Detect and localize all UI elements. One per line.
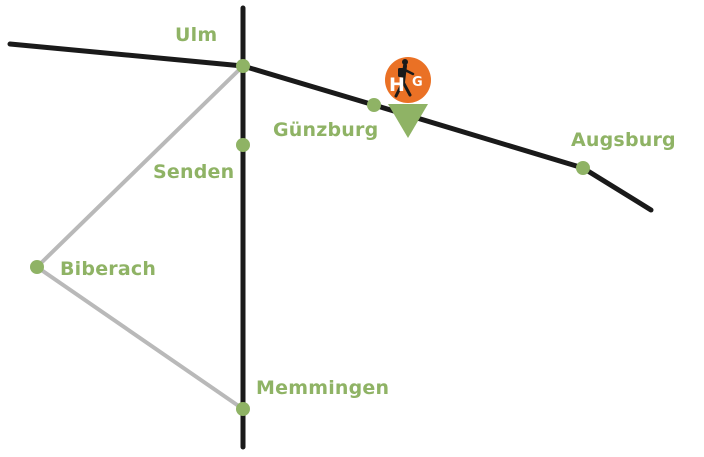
city-label-senden: Senden xyxy=(153,161,234,183)
city-label-guenzburg: Günzburg xyxy=(273,119,378,141)
marker-logo-letter-h: H xyxy=(389,74,405,96)
city-label-ulm: Ulm xyxy=(175,24,217,46)
city-label-memmingen: Memmingen xyxy=(256,377,389,399)
city-dots xyxy=(30,59,590,416)
city-dot-senden xyxy=(236,138,250,152)
city-dot-guenzburg xyxy=(367,98,381,112)
main-roads xyxy=(7,5,654,450)
city-dot-biberach xyxy=(30,260,44,274)
road-ulm-biberach xyxy=(35,64,245,269)
marker-pin-tail xyxy=(388,104,428,138)
city-dot-augsburg xyxy=(576,161,590,175)
marker-logo-circle xyxy=(385,57,431,103)
road-west-to-ulm xyxy=(7,41,246,69)
road-ulm-guenzburg-augsburg xyxy=(240,63,654,213)
hotel-location-pin-icon[interactable]: H G xyxy=(385,57,431,138)
city-labels: Ulm Günzburg Augsburg Senden Biberach Me… xyxy=(60,24,676,399)
road-biberach-memmingen xyxy=(35,265,245,411)
city-label-biberach: Biberach xyxy=(60,258,156,280)
city-label-augsburg: Augsburg xyxy=(571,129,676,151)
city-dot-memmingen xyxy=(236,402,250,416)
secondary-roads xyxy=(35,64,245,411)
hiker-figure-icon xyxy=(394,59,415,98)
marker-logo-letter-g: G xyxy=(412,75,423,90)
city-dot-ulm xyxy=(236,59,250,73)
